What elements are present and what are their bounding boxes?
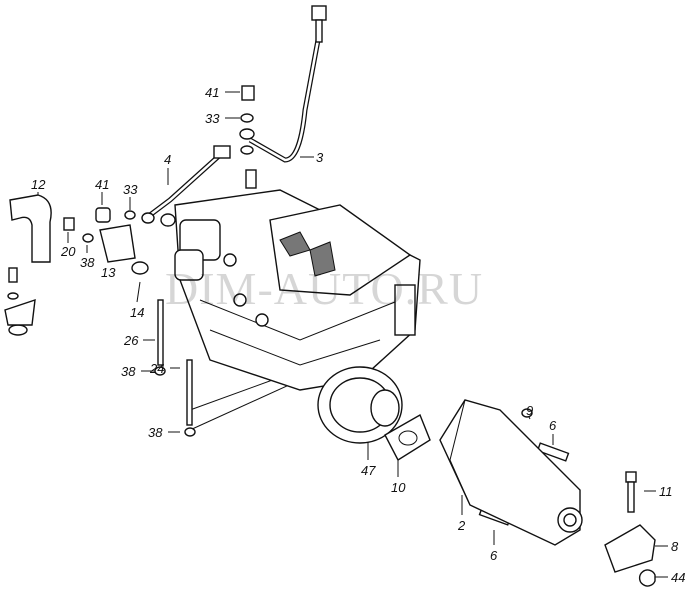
- callout-label: 8: [671, 539, 679, 554]
- callout-label: 26: [124, 333, 139, 348]
- callout-label: 13: [101, 265, 116, 280]
- callout-label: 33: [205, 111, 220, 126]
- fuel-pipes: [148, 39, 321, 217]
- callout-label: 41: [95, 177, 110, 192]
- flange-13: [99, 224, 136, 263]
- callout-label: 12: [31, 177, 46, 192]
- watermark: DIM-AUTO.RU: [165, 263, 484, 314]
- callout-label: 6: [549, 418, 557, 433]
- callout-label: 38: [148, 425, 163, 440]
- gasket-10: [384, 413, 431, 461]
- fuel-pump-body: [174, 189, 421, 444]
- callout-label: 33: [123, 182, 138, 197]
- callout-label: 6: [490, 548, 498, 563]
- callout-label: 38: [121, 364, 136, 379]
- callout-label: 20: [61, 244, 76, 259]
- callout-label: 2: [458, 518, 466, 533]
- callout-label: 11: [659, 484, 673, 499]
- callout-label: 4: [164, 152, 172, 167]
- hose-12: [9, 194, 52, 263]
- callout-label: 44: [671, 570, 686, 585]
- callout-label: 9: [526, 403, 534, 418]
- clamp-8: [604, 524, 656, 573]
- callout-label: 10: [391, 480, 406, 495]
- fasteners: [4, 5, 656, 587]
- callout-label: 38: [80, 255, 95, 270]
- callout-label: 41: [205, 85, 220, 100]
- leader-lines: [37, 91, 668, 578]
- callout-label: 14: [130, 305, 145, 320]
- adapter-housing-2: [439, 399, 583, 546]
- callout-label: 47: [361, 463, 376, 478]
- callout-label: 24: [150, 361, 165, 376]
- callout-label: 3: [316, 150, 324, 165]
